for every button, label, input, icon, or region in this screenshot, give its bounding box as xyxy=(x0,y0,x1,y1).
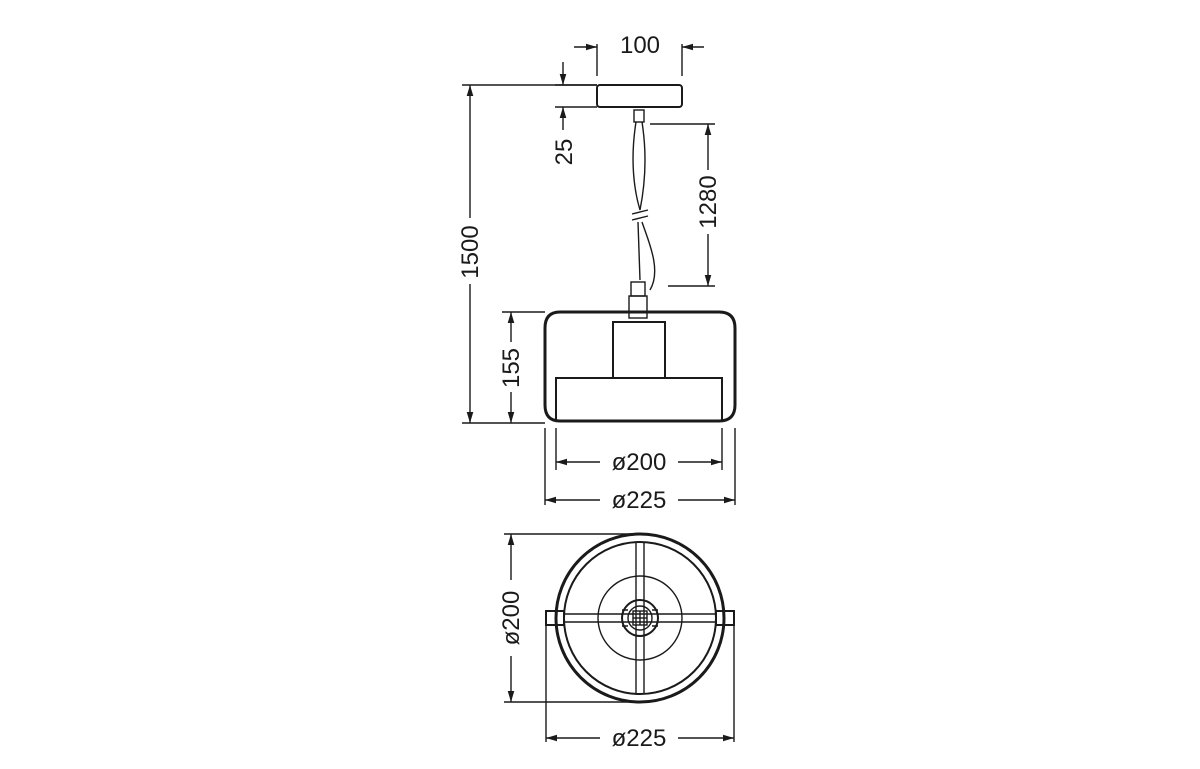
left-tab xyxy=(545,610,565,626)
dim-canopy-width: 100 xyxy=(574,32,704,76)
plan-view xyxy=(545,532,735,704)
socket-mid xyxy=(627,605,653,631)
lamp-body xyxy=(612,321,666,379)
dim-label-plan-diameter: ø200 xyxy=(498,591,525,646)
dim-outer-diameter: ø225 xyxy=(544,428,736,514)
dim-label-outer-diameter: ø225 xyxy=(612,487,667,514)
dim-label-plan-outer-diameter: ø225 xyxy=(612,725,667,752)
dim-label-155: 155 xyxy=(498,348,525,388)
dim-label-25: 25 xyxy=(551,139,578,166)
dim-canopy-height: 25 xyxy=(551,62,597,165)
dim-cable-length: 1280 xyxy=(650,123,722,287)
dim-shade-height: 155 xyxy=(498,311,545,423)
socket-cap xyxy=(630,281,646,297)
socket-outer xyxy=(621,599,659,637)
canopy xyxy=(596,84,683,108)
right-tab xyxy=(715,610,735,626)
inner-drum xyxy=(555,377,723,422)
cable-break xyxy=(631,209,649,221)
outer-shade xyxy=(543,310,737,423)
dim-total-height: 1500 xyxy=(457,84,597,424)
dim-label-1280: 1280 xyxy=(695,175,722,228)
cable-upper xyxy=(632,121,646,211)
dim-label-100: 100 xyxy=(620,32,660,59)
cable-clamp xyxy=(633,109,645,123)
dim-plan-outer-diameter: ø225 xyxy=(545,625,735,752)
socket-neck xyxy=(628,295,648,319)
cable-lower xyxy=(637,221,656,291)
dim-plan-diameter: ø200 xyxy=(498,533,640,703)
center-disc xyxy=(597,575,683,661)
dim-label-1500: 1500 xyxy=(457,225,484,278)
dim-inner-diameter: ø200 xyxy=(555,428,723,476)
dim-label-inner-diameter: ø200 xyxy=(612,449,667,476)
side-view xyxy=(543,84,737,423)
